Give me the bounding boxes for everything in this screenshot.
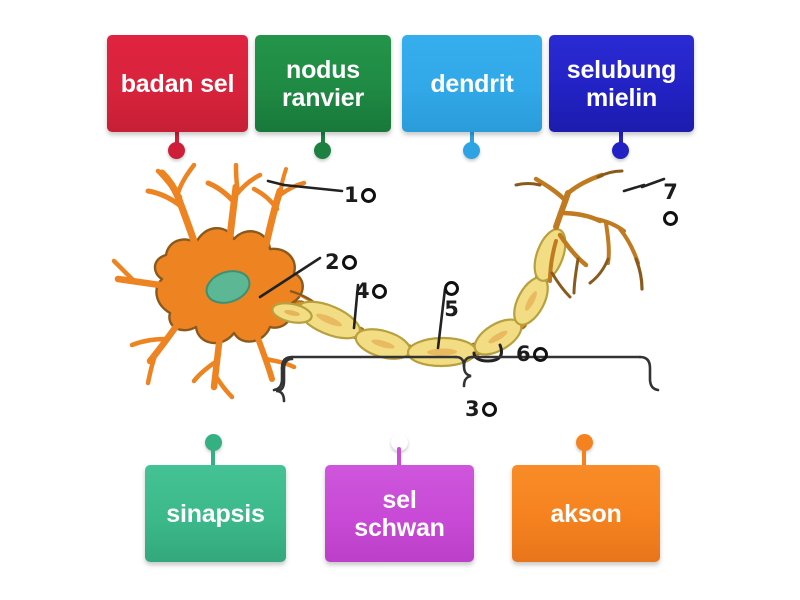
label-card-dendrit[interactable]: dendrit: [402, 35, 542, 132]
soma-and-dendrites: [111, 163, 307, 400]
drop-marker-7[interactable]: 7: [663, 182, 678, 226]
neuron-diagram: [108, 163, 668, 428]
pin-knob-dendrit[interactable]: [463, 142, 480, 159]
label-card-selubung-mielin[interactable]: selubung mielin: [549, 35, 694, 132]
label-card-text: dendrit: [430, 69, 514, 98]
pin-stem-sinapsis: [211, 447, 215, 467]
label-line-1: nodus: [286, 55, 360, 84]
drop-marker-4[interactable]: 4: [355, 281, 387, 302]
drop-marker-3[interactable]: 3: [465, 399, 497, 420]
marker-number: 2: [325, 250, 340, 274]
label-card-text: sinapsis: [166, 499, 265, 528]
drop-slot[interactable]: [481, 402, 497, 417]
pin-knob-badan-sel[interactable]: [168, 142, 185, 159]
pin-knob-nodus-ranvier[interactable]: [314, 142, 331, 159]
marker-number: 3: [465, 397, 480, 421]
axon-terminals: [514, 169, 644, 299]
label-line-2: ranvier: [282, 83, 364, 112]
label-card-text: selubung mielin: [567, 56, 677, 112]
drop-slot[interactable]: [444, 281, 459, 296]
pin-stem-nodus-ranvier: [321, 130, 325, 148]
drop-marker-1[interactable]: 1: [344, 185, 376, 206]
label-card-sinapsis[interactable]: sinapsis: [145, 465, 286, 562]
pin-stem-sel-schwan: [397, 447, 401, 467]
pin-stem-dendrit: [470, 130, 474, 148]
drop-slot[interactable]: [532, 347, 548, 362]
pin-knob-selubung-mielin[interactable]: [612, 142, 629, 159]
marker-number: 4: [355, 279, 370, 303]
synapse-terminal: [271, 302, 313, 324]
drop-slot[interactable]: [663, 211, 678, 226]
label-card-akson[interactable]: akson: [512, 465, 660, 562]
drop-marker-5[interactable]: 5: [444, 281, 459, 320]
drop-slot[interactable]: [341, 255, 357, 270]
marker-number: 7: [663, 180, 678, 204]
label-line-2: schwan: [354, 513, 445, 542]
axon-brace: [272, 355, 660, 403]
label-card-text: akson: [550, 499, 622, 528]
drop-slot[interactable]: [371, 284, 387, 299]
marker-number: 1: [344, 183, 359, 207]
label-line-1: sel: [382, 485, 417, 514]
label-card-text: badan sel: [120, 69, 235, 98]
drop-slot[interactable]: [360, 188, 376, 203]
drop-marker-6[interactable]: 6: [516, 344, 548, 365]
label-line-2: mielin: [585, 83, 658, 112]
label-card-text: nodus ranvier: [282, 56, 364, 112]
pin-knob-akson[interactable]: [576, 434, 593, 451]
label-line-1: selubung: [566, 55, 677, 84]
label-card-sel-schwan[interactable]: sel schwan: [325, 465, 474, 562]
label-card-badan-sel[interactable]: badan sel: [107, 35, 248, 132]
pin-knob-sinapsis[interactable]: [205, 434, 222, 451]
pin-stem-selubung-mielin: [619, 130, 623, 148]
pin-stem-akson: [582, 447, 586, 467]
label-card-text: sel schwan: [354, 486, 445, 542]
label-card-nodus-ranvier[interactable]: nodus ranvier: [255, 35, 391, 132]
marker-number: 6: [516, 342, 531, 366]
pin-stem-badan-sel: [175, 130, 179, 148]
drop-marker-2[interactable]: 2: [325, 252, 357, 273]
marker-number: 5: [444, 297, 459, 321]
